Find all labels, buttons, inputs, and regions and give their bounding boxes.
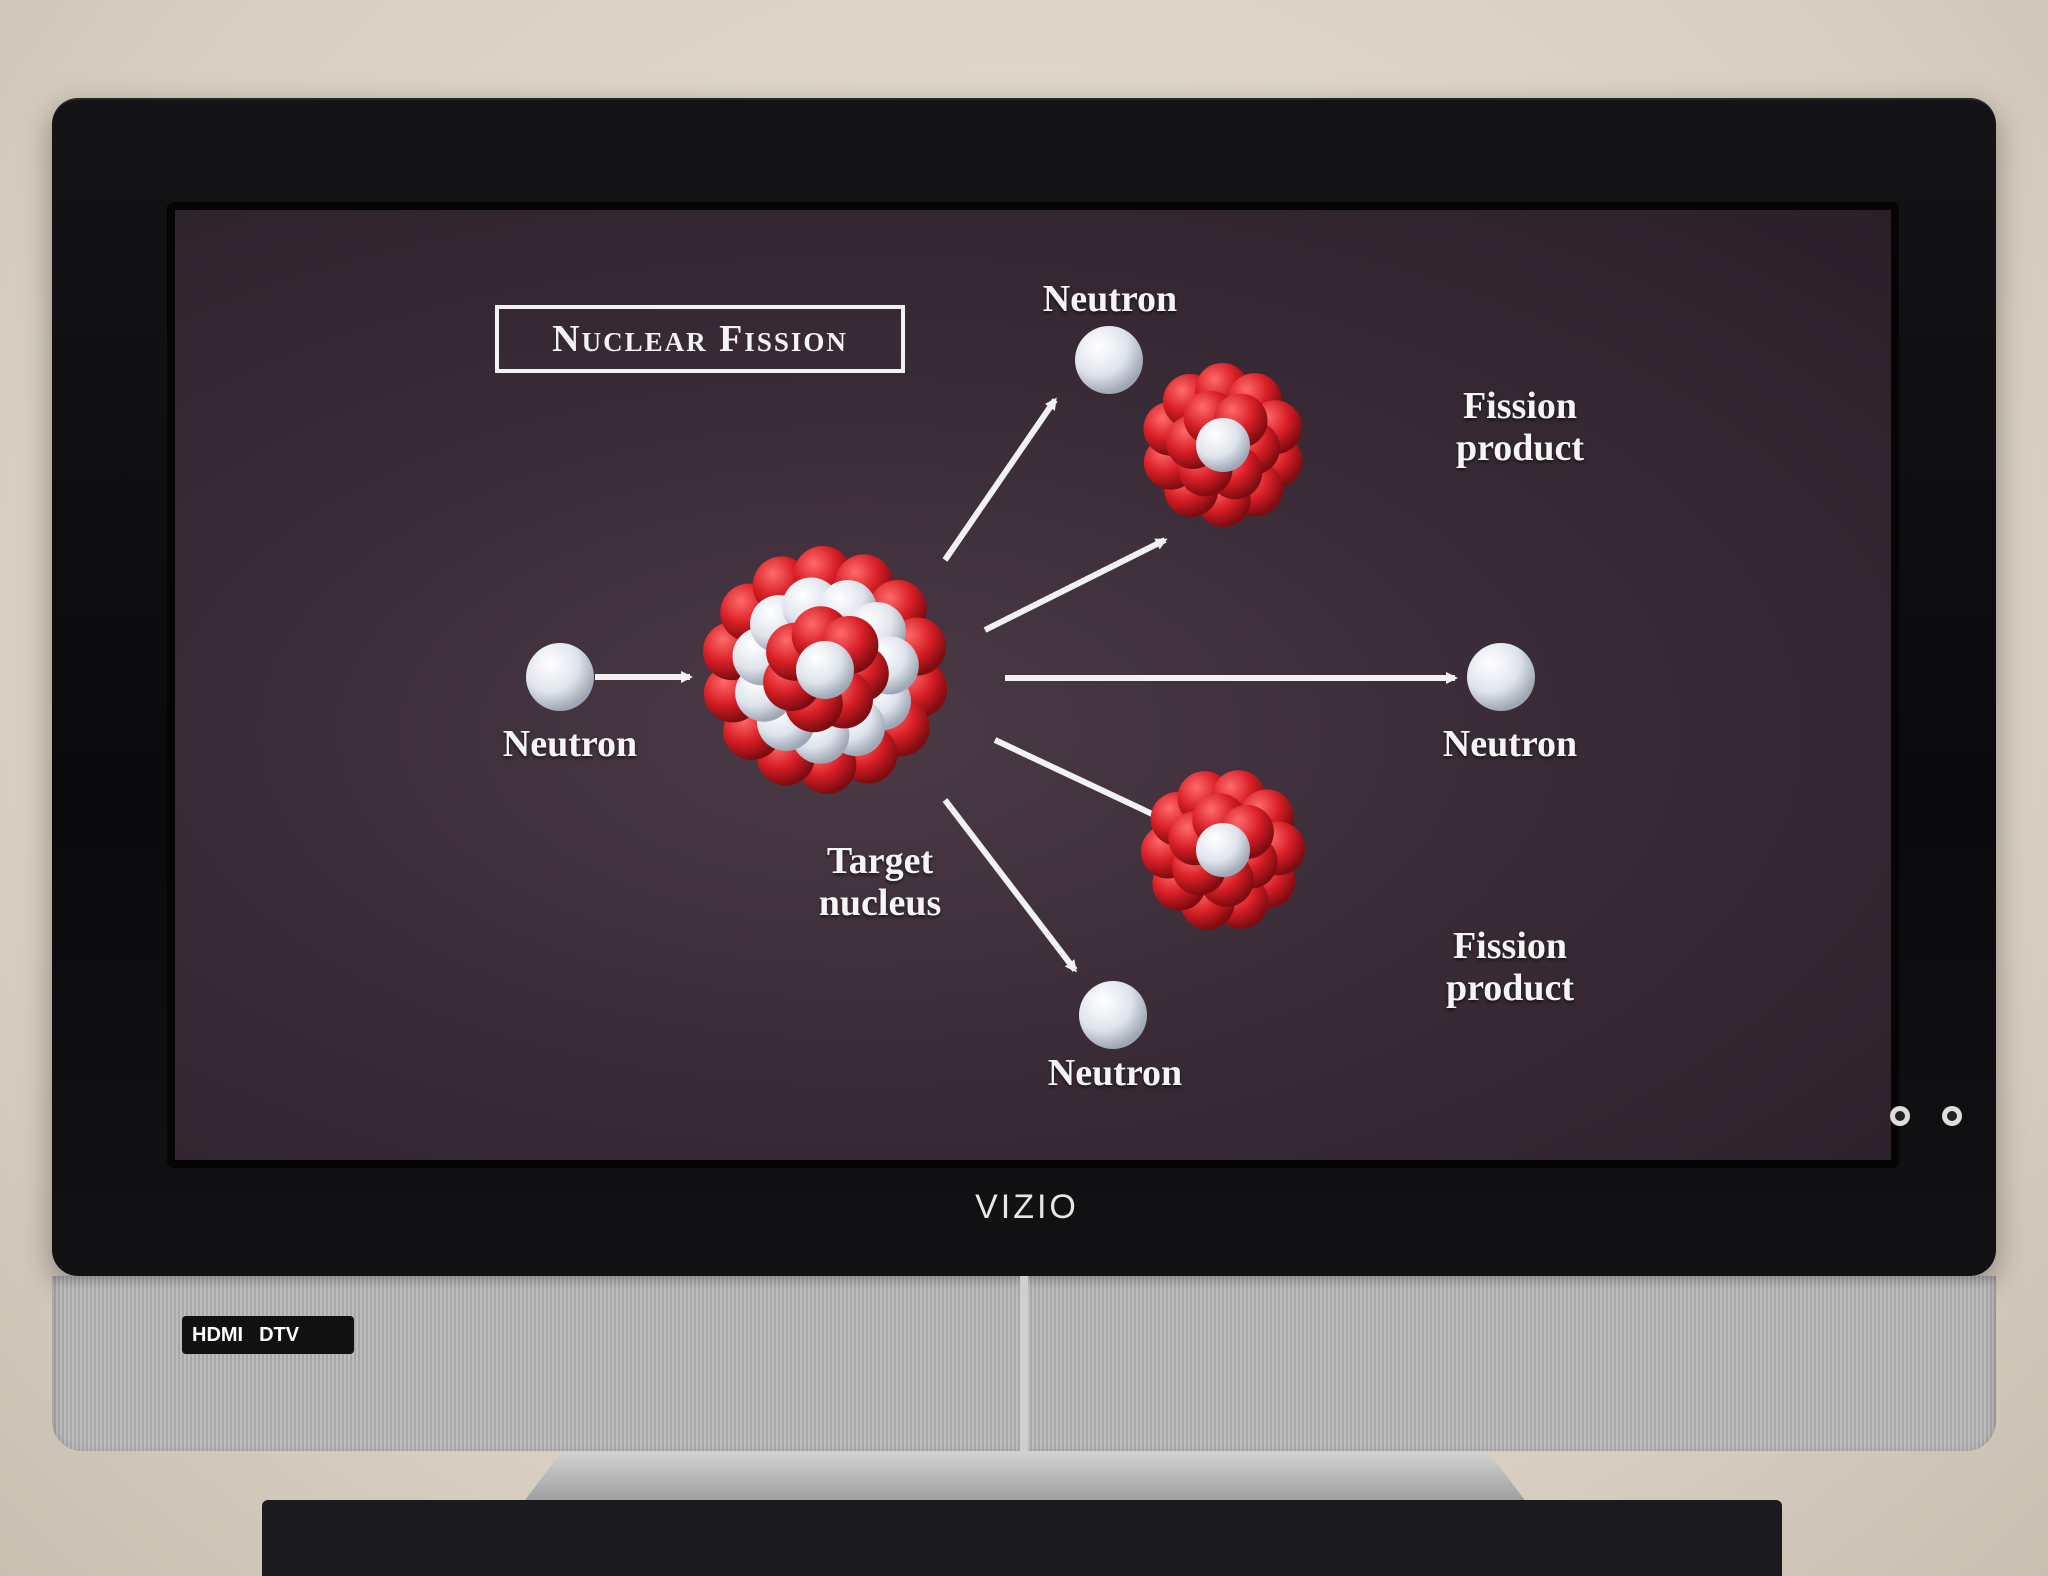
label-fission-product-bottom: Fission product	[1415, 925, 1605, 1009]
label-target-line1: Target	[826, 840, 934, 882]
label-fp-top-line1: Fission	[1462, 385, 1578, 427]
fission-product-top	[1143, 363, 1303, 527]
label-fp-top-line2: product	[1455, 427, 1585, 469]
label-fp-bottom-line2: product	[1445, 967, 1575, 1009]
tv-brand-logo: VIZIO	[975, 1188, 1079, 1226]
neutron-top	[1075, 326, 1143, 394]
target-nucleus	[702, 546, 948, 794]
arrow-to-neutron-bottom	[942, 798, 1078, 973]
neutron-sphere	[1196, 823, 1250, 877]
label-neutron-top: Neutron	[1042, 278, 1178, 320]
speaker-divider	[1020, 1276, 1028, 1451]
media-cabinet	[262, 1500, 1782, 1576]
badge-hdmi: HDMI	[192, 1323, 244, 1346]
tv-screen: Nuclear Fission	[167, 202, 1899, 1168]
television: Nuclear Fission	[52, 98, 1996, 1276]
neutron-sphere	[796, 641, 854, 699]
label-neutron-right: Neutron	[1442, 723, 1578, 765]
neutron-sphere	[1196, 418, 1250, 472]
neutron-bottom	[1079, 981, 1147, 1049]
slide-title: Nuclear Fission	[495, 305, 905, 373]
arrow-to-product-bottom	[993, 737, 1168, 823]
fission-product-bottom	[1141, 770, 1305, 930]
arrow-to-product-top	[983, 537, 1168, 633]
label-neutron-bottom: Neutron	[1047, 1052, 1183, 1094]
label-fission-product-top: Fission product	[1425, 385, 1615, 469]
speaker-bar: HDMI DTV	[52, 1276, 1996, 1451]
label-fp-bottom-line1: Fission	[1452, 925, 1568, 967]
neutron-right	[1467, 643, 1535, 711]
label-neutron-incoming: Neutron	[502, 723, 638, 765]
hdmi-dtv-badge: HDMI DTV	[182, 1316, 354, 1354]
neutron-incoming	[526, 643, 594, 711]
badge-dtv: DTV	[259, 1323, 300, 1346]
arrow-to-neutron-top	[942, 397, 1058, 562]
fission-diagram	[526, 326, 1535, 1049]
label-target-line2: nucleus	[818, 882, 942, 924]
ir-sensor-left	[1890, 1106, 1910, 1126]
label-target-nucleus: Target nucleus	[790, 840, 970, 924]
ir-sensor-right	[1942, 1106, 1962, 1126]
